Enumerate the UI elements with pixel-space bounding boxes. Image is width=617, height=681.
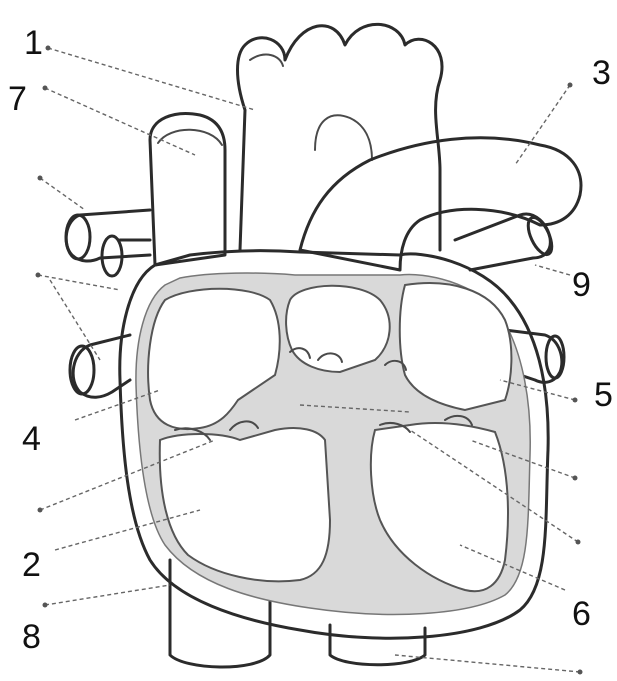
label-1: 1 xyxy=(24,24,43,62)
label-9: 9 xyxy=(572,266,591,304)
label-4: 4 xyxy=(22,420,41,458)
pulmonary-vein-left-upper xyxy=(66,210,150,261)
left-atrium xyxy=(286,286,390,372)
label-5: 5 xyxy=(594,376,613,414)
descending-aorta-bottom xyxy=(330,625,425,665)
aortic-arch xyxy=(238,24,442,250)
label-6: 6 xyxy=(572,595,591,633)
label-3: 3 xyxy=(592,54,611,92)
label-2: 2 xyxy=(22,546,41,584)
label-7: 7 xyxy=(8,80,27,118)
label-8: 8 xyxy=(22,618,41,656)
